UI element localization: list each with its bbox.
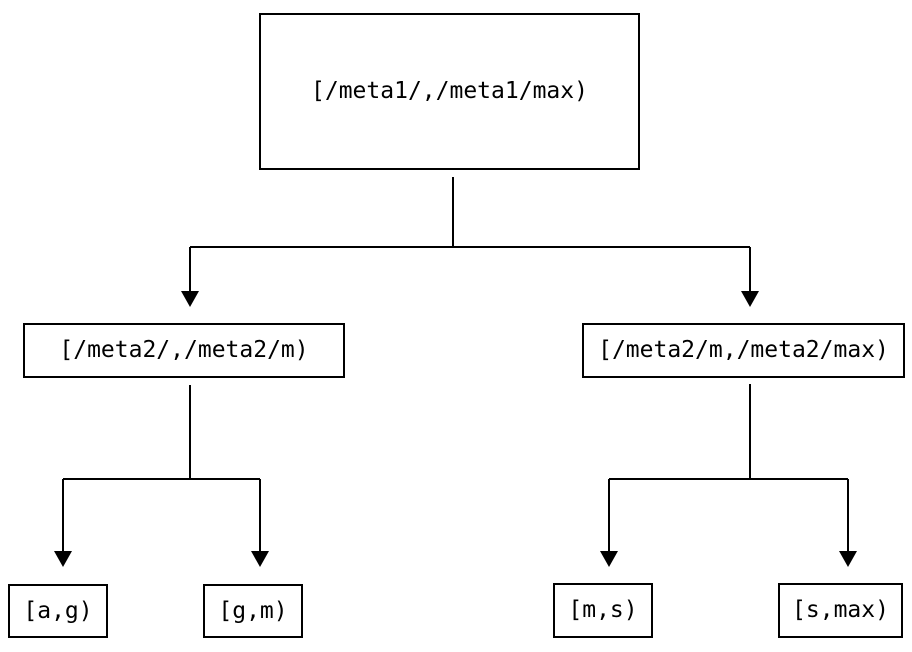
edge-right-children xyxy=(608,384,849,551)
arrowhead-down-icon xyxy=(741,291,759,307)
node-level1-left: [/meta2/,/meta2/m) xyxy=(23,323,345,378)
arrowhead-down-icon xyxy=(181,291,199,307)
node-leaf-ag: [a,g) xyxy=(8,584,108,638)
arrowhead-down-icon xyxy=(54,551,72,567)
edge-left-children xyxy=(62,385,261,551)
node-level1-right: [/meta2/m,/meta2/max) xyxy=(582,323,905,378)
node-leaf-smax: [s,max) xyxy=(778,583,903,638)
node-leaf-gm: [g,m) xyxy=(203,584,303,638)
arrowhead-down-icon xyxy=(839,551,857,567)
node-root: [/meta1/,/meta1/max) xyxy=(259,13,640,170)
arrowhead-down-icon xyxy=(600,551,618,567)
edge-root-children xyxy=(189,177,751,291)
arrowhead-down-icon xyxy=(251,551,269,567)
node-leaf-ms: [m,s) xyxy=(553,583,653,638)
